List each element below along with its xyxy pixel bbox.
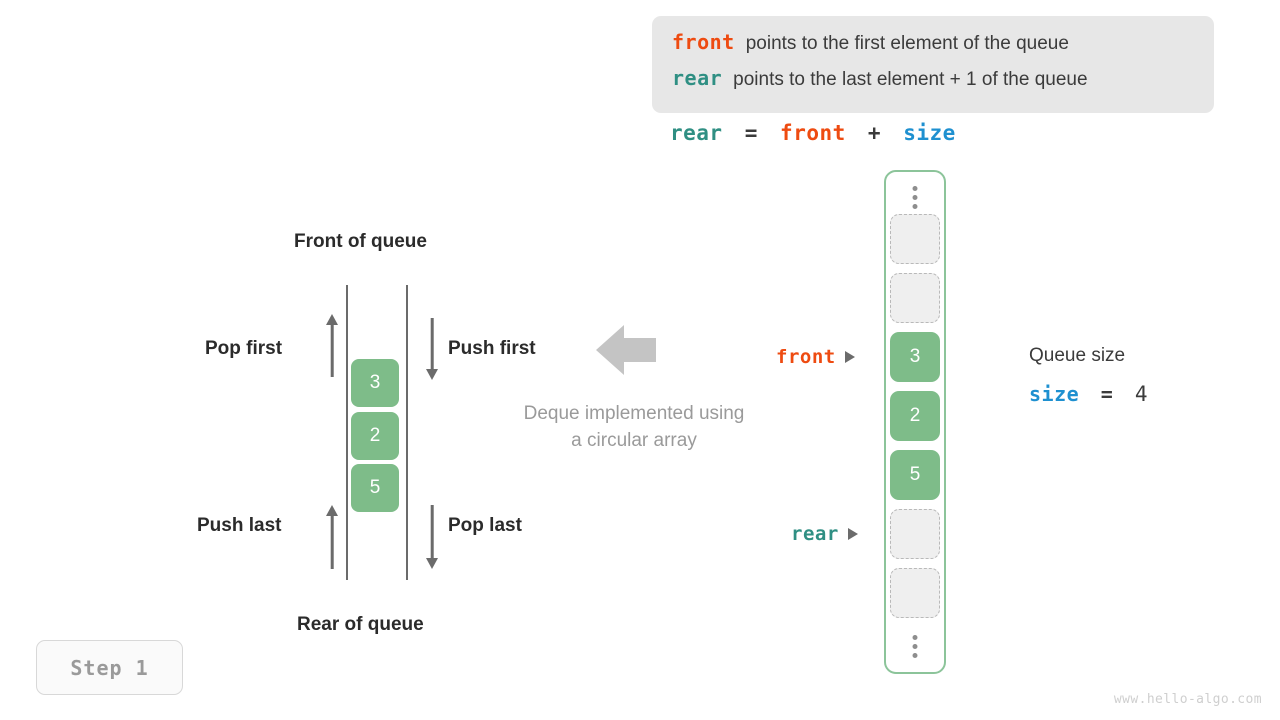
rear-pointer: rear	[791, 523, 858, 545]
caption-line-1: Deque implemented using	[523, 403, 745, 424]
deque-left-divider	[346, 285, 348, 580]
deque-cell-1: 2	[351, 412, 399, 460]
array-slot-1	[890, 273, 940, 323]
equation-rear: rear	[670, 121, 723, 145]
deque-cell-0: 3	[351, 359, 399, 407]
array-slot-6	[890, 568, 940, 618]
front-pointer-arrow-icon	[844, 351, 855, 363]
array-slot-2: 3	[890, 332, 940, 382]
front-of-queue-label: Front of queue	[294, 231, 427, 252]
array-slot-5	[890, 509, 940, 559]
queue-size-expression: size = 4	[1029, 382, 1157, 406]
front-description: points to the first element of the queue	[745, 33, 1069, 54]
array-slot-3: 2	[890, 391, 940, 441]
rear-keyword: rear	[672, 66, 723, 90]
front-pointer: front	[776, 346, 855, 368]
equation-equals: =	[744, 121, 758, 145]
caption-line-2: a circular array	[571, 430, 697, 451]
diagram-caption: Deque implemented using a circular array	[490, 400, 778, 454]
front-pointer-label: front	[776, 346, 836, 368]
vertical-ellipsis-icon-top	[912, 186, 918, 209]
queue-size-equals: =	[1100, 382, 1114, 406]
left-arrow-icon	[596, 325, 656, 375]
push-last-arrow-icon	[325, 505, 339, 569]
rear-pointer-arrow-icon	[847, 528, 858, 540]
equation-front: front	[780, 121, 846, 145]
deque-cell-2: 5	[351, 464, 399, 512]
rear-of-queue-label: Rear of queue	[297, 614, 424, 635]
step-badge: Step 1	[36, 640, 183, 695]
queue-size-value: 4	[1134, 382, 1148, 406]
deque-right-divider	[406, 285, 408, 580]
push-last-label: Push last	[197, 515, 282, 536]
pop-first-label: Pop first	[205, 338, 283, 359]
push-first-arrow-icon	[425, 318, 439, 380]
rear-description: points to the last element + 1 of the qu…	[733, 69, 1088, 90]
array-slot-0	[890, 214, 940, 264]
equation-plus: +	[867, 121, 882, 145]
pop-first-arrow-icon	[325, 314, 339, 377]
circular-array-container: 3 2 5	[884, 170, 946, 674]
array-slot-4: 5	[890, 450, 940, 500]
front-keyword: front	[672, 30, 735, 54]
pop-last-label: Pop last	[448, 515, 522, 536]
queue-size-var: size	[1029, 382, 1080, 406]
queue-size-title: Queue size	[1029, 345, 1126, 366]
pop-last-arrow-icon	[425, 505, 439, 569]
legend-line-front: front points to the first element of the…	[672, 30, 1194, 66]
legend-line-rear: rear points to the last element + 1 of t…	[672, 66, 1194, 102]
watermark: www.hello-algo.com	[1113, 692, 1262, 707]
rear-equation: rear = front + size	[670, 121, 965, 145]
push-first-label: Push first	[448, 338, 536, 359]
legend-box: front points to the first element of the…	[652, 16, 1214, 113]
equation-size: size	[903, 121, 956, 145]
vertical-ellipsis-icon-bottom	[912, 635, 918, 658]
rear-pointer-label: rear	[791, 523, 839, 545]
